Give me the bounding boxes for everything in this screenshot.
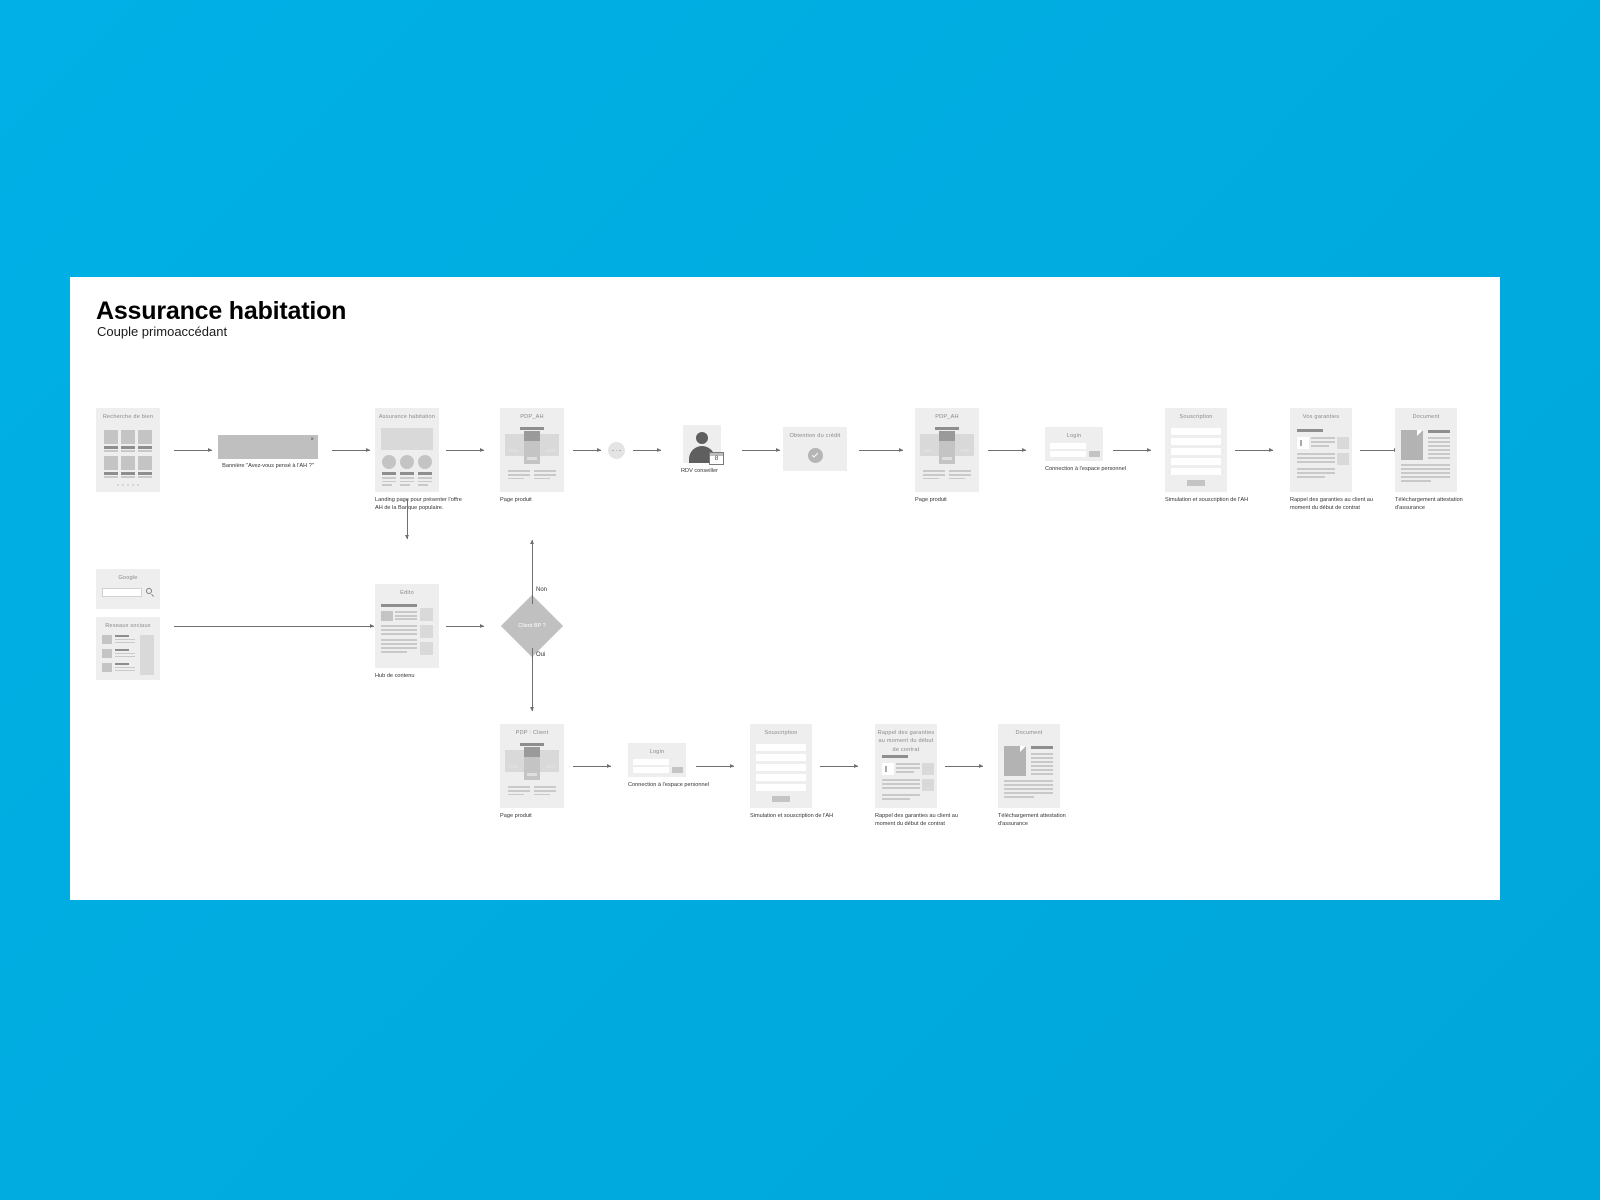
login-submit-button[interactable] (672, 767, 683, 773)
node-recherche-de-bien[interactable]: Recherche de bien (96, 408, 160, 492)
node-souscription-1[interactable]: Souscription Simulation et souscription … (1165, 408, 1248, 503)
login-field-user[interactable] (1050, 443, 1086, 449)
node-document-1[interactable]: Document Téléchargement attestation d'as… (1395, 408, 1463, 511)
close-icon[interactable]: × (310, 437, 314, 443)
form-field[interactable] (756, 784, 806, 791)
form-field[interactable] (1171, 448, 1221, 455)
frame-title: Souscription (1179, 414, 1213, 420)
frame-title: Edito (400, 590, 414, 596)
form-field[interactable] (756, 764, 806, 771)
frame-title: Document (1015, 730, 1043, 736)
check-icon (807, 448, 823, 463)
decision-label: Client BP ? (518, 623, 546, 629)
calendar-icon: 8 (709, 452, 724, 465)
node-souscription-2[interactable]: Souscription Simulation et souscription … (750, 724, 833, 819)
login-field-user[interactable] (633, 759, 669, 765)
form-field[interactable] (756, 774, 806, 781)
frame-title: PDP : Client (515, 730, 549, 736)
page-subtitle: Couple primoaccédant (97, 324, 228, 339)
frame-title: Document (1412, 414, 1440, 420)
node-login-2[interactable]: Login Connection à l'espace personnel (628, 743, 709, 788)
node-pdp-client[interactable]: PDP : Client Page produit (500, 724, 564, 819)
node-reseaux-sociaux[interactable]: Reseaux sociaux (96, 617, 160, 680)
node-vos-garanties[interactable]: Vos garanties Rappel des garanties au cl… (1290, 408, 1373, 511)
node-caption: Téléchargement attestation d'assurance (1395, 497, 1463, 512)
node-caption: Simulation et souscription de l'AH (1165, 497, 1249, 503)
node-caption: RDV conseiller (681, 468, 718, 474)
page-title: Assurance habitation (96, 297, 347, 325)
frame-title: PDP_AH (520, 414, 544, 420)
node-caption: Page produit (500, 813, 532, 819)
frame-title: Souscription (764, 730, 798, 736)
form-field[interactable] (756, 744, 806, 751)
node-document-2[interactable]: Document Téléchargement attestation d'as… (998, 724, 1066, 827)
search-input[interactable] (102, 588, 142, 597)
form-field[interactable] (1171, 428, 1221, 435)
branch-label-oui: Oui (536, 652, 546, 658)
frame-title: Reseaux sociaux (105, 623, 151, 629)
frame-title: Assurance habitation (378, 414, 436, 420)
node-caption: Rappel des garanties au client au moment… (1290, 497, 1374, 512)
node-caption: Connection à l'espace personnel (628, 782, 709, 788)
form-field[interactable] (756, 754, 806, 761)
node-rdv-conseiller[interactable]: 8 RDV conseiller (681, 425, 724, 474)
frame-title: PDP_AH (935, 414, 959, 420)
avatar (102, 663, 112, 672)
document-icon (1401, 430, 1423, 460)
node-login-1[interactable]: Login Connection à l'espace personnel (1045, 427, 1126, 472)
node-caption: Bannière "Avez-vous pensé à l'AH ?" (222, 463, 314, 469)
login-submit-button[interactable] (1089, 451, 1100, 457)
form-field[interactable] (1171, 458, 1221, 465)
avatar (102, 649, 112, 658)
node-pdp-ah-1[interactable]: PDP_AH Page produit (500, 408, 564, 503)
document-icon (1004, 746, 1026, 776)
login-field-password[interactable] (633, 767, 669, 773)
frame-title: Recherche de bien (102, 414, 154, 420)
node-caption: Rappel des garanties au client au moment… (875, 813, 959, 828)
node-caption: Simulation et souscription de l'AH (750, 813, 834, 819)
node-edito[interactable]: Edito Hub de contenu (375, 584, 439, 679)
node-caption: Hub de contenu (375, 673, 415, 679)
node-caption: Page produit (915, 497, 947, 503)
frame-title: Google (118, 575, 138, 581)
form-field[interactable] (1171, 468, 1221, 475)
form-field[interactable] (1171, 438, 1221, 445)
node-obtention-du-credit[interactable]: Obtention du crédit (783, 427, 847, 471)
frame-title: Login (649, 749, 665, 755)
node-caption: Connection à l'espace personnel (1045, 466, 1126, 472)
frame-title: Obtention du crédit (789, 433, 841, 439)
form-submit-button[interactable] (1187, 480, 1205, 486)
calendar-day: 8 (714, 455, 719, 462)
frame-title: Login (1066, 433, 1082, 439)
form-submit-button[interactable] (772, 796, 790, 802)
node-pdp-ah-2[interactable]: PDP_AH Page produit (915, 408, 979, 503)
avatar (102, 635, 112, 644)
login-field-password[interactable] (1050, 451, 1086, 457)
node-caption: Landing page pour présenter l'offre AH d… (375, 497, 462, 512)
slide-canvas: Assurance habitation Couple primoaccédan… (70, 277, 1500, 900)
node-caption: Page produit (500, 497, 532, 503)
branch-label-non: Non (536, 587, 548, 593)
node-caption: Téléchargement attestation d'assurance (998, 813, 1066, 828)
node-landing-assurance-habitation[interactable]: Assurance habitation Landing page pour p… (375, 408, 462, 511)
frame-title: Rappel des garanties au moment du début … (877, 730, 935, 753)
node-google[interactable]: Google (96, 569, 160, 609)
thumbnail (381, 611, 393, 621)
node-rappel-garanties[interactable]: Rappel des garanties au moment du début … (875, 724, 958, 827)
frame-title: Vos garanties (1302, 414, 1340, 420)
